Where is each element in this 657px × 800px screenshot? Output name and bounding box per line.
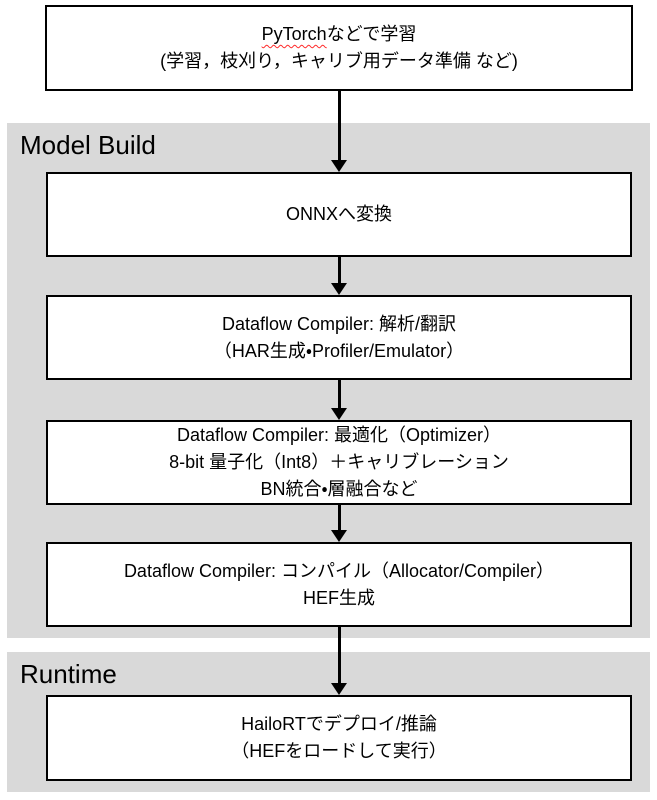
flow-box-train-line1-rest: などで学習 — [326, 24, 417, 44]
flow-box-onnx-convert: ONNXへ変換 — [46, 172, 632, 257]
flow-box-dfc-parse-line1: Dataflow Compiler: 解析/翻訳 — [221, 313, 457, 334]
flow-box-onnx-line1: ONNXへ変換 — [285, 204, 392, 224]
flow-box-hailort-deploy: HailoRTでデプロイ/推論 （HEFをロードして実行） — [46, 695, 632, 781]
arrow-line — [337, 380, 341, 410]
flow-box-dfc-parse: Dataflow Compiler: 解析/翻訳 （HAR生成・Profiler… — [46, 295, 632, 380]
arrow-down-icon — [331, 683, 347, 695]
arrow-down-icon — [331, 160, 347, 172]
flow-arrow-onnx-to-parse — [331, 257, 347, 295]
flow-box-hailort-deploy-line2: （HEFをロードして実行） — [231, 741, 447, 761]
flow-box-dfc-compile-line1: Dataflow Compiler: コンパイル（Allocator/Compi… — [123, 560, 555, 581]
arrow-down-icon — [331, 283, 347, 295]
flow-box-dfc-optimize-line3: BN統合・層融合など — [260, 479, 418, 499]
flow-box-dfc-optimize: Dataflow Compiler: 最適化（Optimizer） 8-bit … — [46, 420, 632, 505]
flow-arrow-train-to-onnx — [331, 90, 347, 172]
section-label-model-build: Model Build — [20, 130, 156, 160]
arrow-down-icon — [331, 530, 347, 542]
flow-box-train: PyTorchなどで学習 (学習，枝刈り，キャリブ用データ準備 など) — [45, 5, 633, 91]
flow-arrow-compile-to-deploy — [331, 627, 347, 695]
arrow-line — [337, 257, 341, 285]
flow-box-train-line1: PyTorchなどで学習 — [262, 21, 417, 48]
flow-box-dfc-optimize-line2: 8-bit 量子化（Int8）＋キャリブレーション — [169, 452, 509, 472]
flow-box-hailort-deploy-line1: HailoRTでデプロイ/推論 — [241, 714, 437, 734]
flow-box-dfc-optimize-line1: Dataflow Compiler: 最適化（Optimizer） — [176, 425, 502, 445]
flow-box-dfc-compile-line2: HEF生成 — [303, 587, 375, 608]
flow-arrow-parse-to-optimize — [331, 380, 347, 420]
flow-box-dfc-compile: Dataflow Compiler: コンパイル（Allocator/Compi… — [46, 542, 632, 627]
flow-arrow-optimize-to-compile — [331, 505, 347, 542]
arrow-down-icon — [331, 408, 347, 420]
spellchecked-word: PyTorch — [261, 24, 327, 44]
flow-box-dfc-parse-line2: （HAR生成・Profiler/Emulator） — [213, 340, 465, 361]
section-label-runtime: Runtime — [20, 659, 117, 689]
flow-box-train-line2: (学習，枝刈り，キャリブ用データ準備 など) — [160, 51, 518, 71]
arrow-line — [337, 505, 341, 532]
arrow-line — [337, 90, 341, 162]
arrow-line — [337, 627, 341, 685]
